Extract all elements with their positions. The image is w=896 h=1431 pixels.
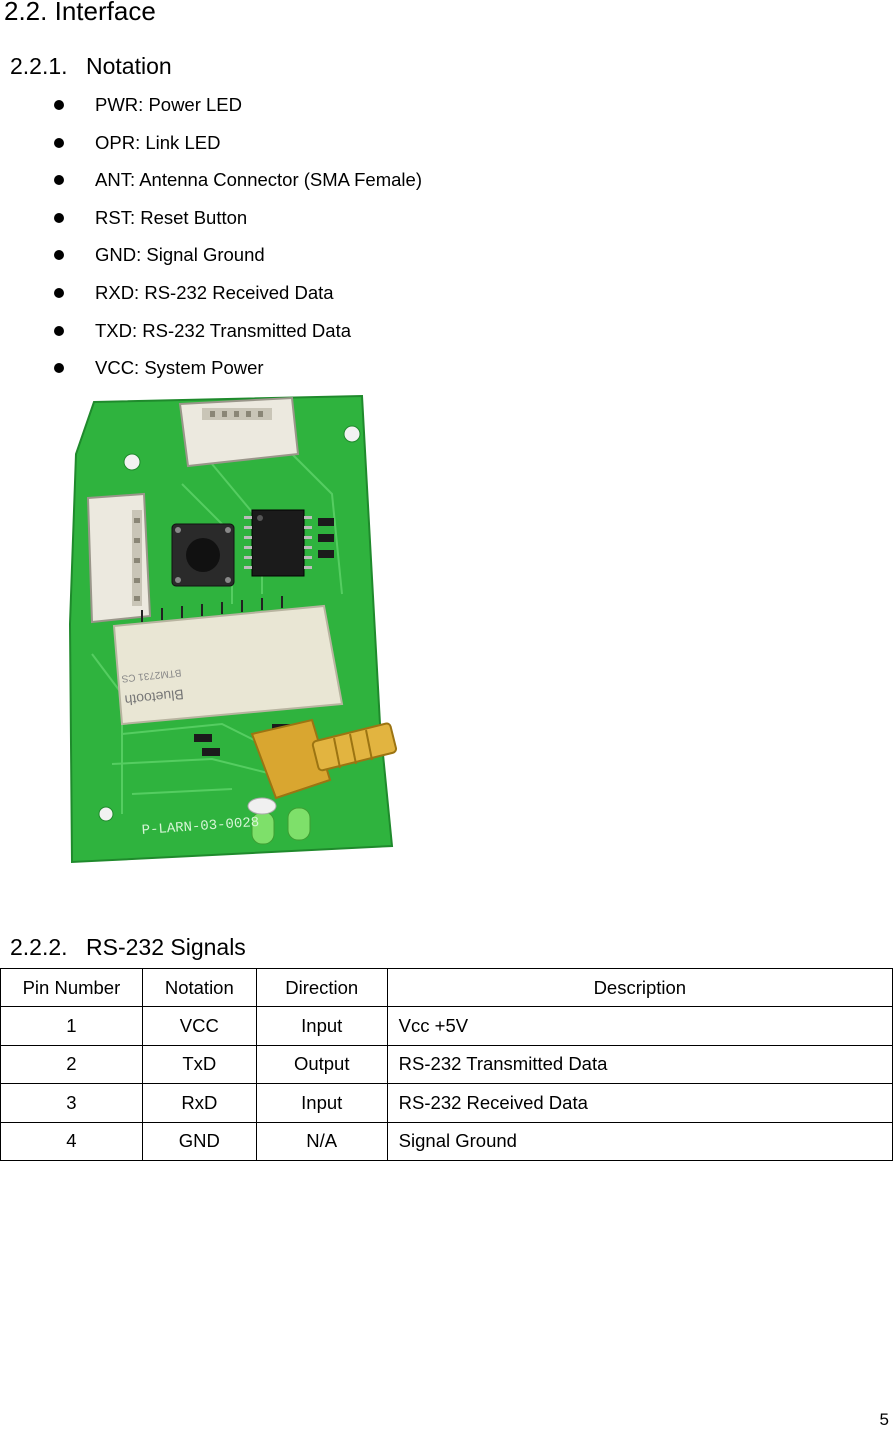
subsection-heading-rs232: 2.2.2. RS-232 Signals: [10, 934, 246, 961]
cell-description: RS-232 Transmitted Data: [386, 1044, 894, 1085]
bluetooth-module: Bluetooth BTM2731 CS: [112, 596, 344, 726]
cell-description: RS-232 Received Data: [386, 1083, 894, 1123]
bullet-icon: [54, 137, 64, 148]
table-header-row: Pin Number Notation Direction Descriptio…: [0, 967, 894, 1008]
table-row: 2 TxD Output RS-232 Transmitted Data: [0, 1044, 894, 1085]
cell-pin: 1: [0, 1006, 143, 1046]
bullet-icon: [54, 175, 64, 186]
reset-button: [171, 523, 235, 587]
page-number: 5: [879, 1410, 889, 1429]
table-row: 4 GND N/A Signal Ground: [0, 1121, 894, 1161]
cell-direction: Output: [255, 1044, 388, 1085]
table-row: 3 RxD Input RS-232 Received Data: [0, 1083, 894, 1123]
board-illustration: Bluetooth BTM2731 CS P-LARN-03-0028: [68, 394, 398, 864]
bluetooth-board-photo: Bluetooth BTM2731 CS P-LARN-03-0028: [62, 394, 400, 866]
section-heading: 2.2. Interface: [4, 0, 156, 27]
antenna-connector: [250, 718, 398, 800]
bullet-icon: [54, 250, 64, 261]
bullet-icon: [54, 100, 64, 110]
cell-direction: N/A: [255, 1121, 388, 1161]
subsection-number: 2.2.2.: [10, 934, 68, 960]
mount-hole: [343, 425, 361, 443]
header-pin-number: Pin Number: [0, 967, 143, 1008]
cell-pin: 2: [0, 1044, 143, 1085]
module-label: Bluetooth: [124, 686, 185, 708]
mount-hole: [98, 806, 114, 822]
cell-notation: TxD: [141, 1044, 257, 1085]
left-connector: [86, 492, 152, 624]
cell-notation: RxD: [141, 1083, 257, 1123]
bullet-icon: [54, 325, 64, 336]
table-row: 1 VCC Input Vcc +5V: [0, 1006, 894, 1046]
led-indicators: [247, 797, 311, 845]
bullet-icon: [54, 363, 64, 374]
top-connector: [178, 396, 300, 468]
subsection-number: 2.2.1.: [10, 53, 68, 79]
ic-chip: [244, 509, 312, 577]
header-direction: Direction: [255, 967, 388, 1008]
cell-direction: Input: [255, 1006, 388, 1046]
cell-pin: 3: [0, 1083, 143, 1123]
cell-notation: GND: [141, 1121, 257, 1161]
bullet-icon: [54, 212, 64, 223]
mount-hole: [123, 453, 141, 471]
section-title: Interface: [54, 0, 156, 26]
cell-pin: 4: [0, 1121, 143, 1161]
rs232-signals-table: Pin Number Notation Direction Descriptio…: [0, 967, 894, 1161]
header-description: Description: [386, 967, 894, 1008]
subsection-title: Notation: [86, 53, 172, 79]
section-number: 2.2.: [4, 0, 48, 26]
subsection-heading-notation: 2.2.1. Notation: [10, 53, 172, 80]
cell-description: Vcc +5V: [386, 1006, 894, 1046]
subsection-title: RS-232 Signals: [86, 934, 246, 960]
cell-description: Signal Ground: [386, 1121, 894, 1161]
header-notation: Notation: [141, 967, 257, 1008]
cell-notation: VCC: [141, 1006, 257, 1046]
cell-direction: Input: [255, 1083, 388, 1123]
bullet-icon: [54, 287, 64, 298]
